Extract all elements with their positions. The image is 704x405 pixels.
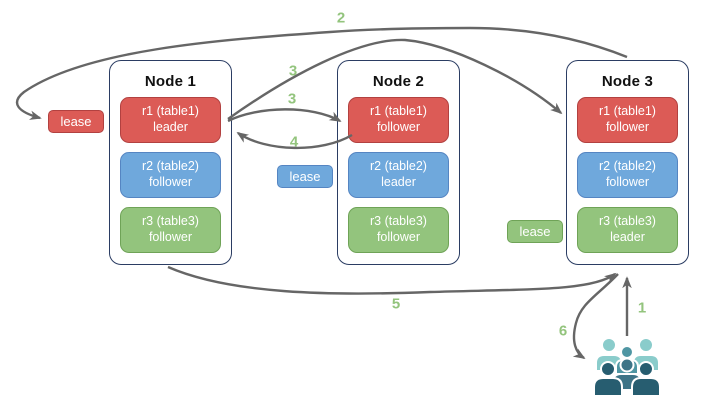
step-label-4: 4 <box>289 133 299 151</box>
replica-role: leader <box>153 120 188 134</box>
arrow-step5-node1-to-node3 <box>167 265 617 295</box>
replica-role: follower <box>148 230 193 244</box>
users-group-icon <box>593 337 661 397</box>
replica-role: follower <box>605 120 650 134</box>
replica-name: r3 (table3) <box>599 214 656 229</box>
replica-role: follower <box>376 120 421 134</box>
node-3: Node 3 r1 (table1) follower r2 (table2) … <box>566 60 689 265</box>
node-2-replica-r1: r1 (table1) follower <box>348 97 449 143</box>
node-3-replica-r2: r2 (table2) follower <box>577 152 678 198</box>
replica-name: r1 (table1) <box>370 104 427 119</box>
replica-name: r1 (table1) <box>599 104 656 119</box>
node-2-title: Node 2 <box>372 73 425 90</box>
node-2: Node 2 r1 (table1) follower r2 (table2) … <box>337 60 460 265</box>
replica-name: r2 (table2) <box>142 159 199 174</box>
replica-role: leader <box>610 230 645 244</box>
node-1-replica-r3: r3 (table3) follower <box>120 207 221 253</box>
step-label-1: 1 <box>637 299 647 317</box>
lease-badge-green: lease <box>507 220 563 243</box>
replica-name: r2 (table2) <box>599 159 656 174</box>
replica-role: follower <box>605 175 650 189</box>
node-3-replica-r3: r3 (table3) leader <box>577 207 678 253</box>
replica-name: r3 (table3) <box>370 214 427 229</box>
arrow-step3-node1-to-node2 <box>227 108 342 123</box>
step-label-6: 6 <box>558 322 568 340</box>
replica-name: r3 (table3) <box>142 214 199 229</box>
step-label-3b: 3 <box>287 90 297 108</box>
node-1-title: Node 1 <box>144 73 197 90</box>
node-2-replica-r2: r2 (table2) leader <box>348 152 449 198</box>
replica-role: follower <box>148 175 193 189</box>
replica-role: leader <box>381 175 416 189</box>
node-1-replica-r2: r2 (table2) follower <box>120 152 221 198</box>
step-label-3a: 3 <box>288 62 298 80</box>
arrow-step6-node3-to-users <box>572 273 619 360</box>
step-label-2: 2 <box>336 9 346 27</box>
replica-role: follower <box>376 230 421 244</box>
node-1: Node 1 r1 (table1) leader r2 (table2) fo… <box>109 60 232 265</box>
replica-name: r1 (table1) <box>142 104 199 119</box>
node-2-replica-r3: r3 (table3) follower <box>348 207 449 253</box>
step-label-5: 5 <box>391 295 401 313</box>
lease-badge-red: lease <box>48 110 104 133</box>
replica-name: r2 (table2) <box>370 159 427 174</box>
lease-badge-blue: lease <box>277 165 333 188</box>
node-3-replica-r1: r1 (table1) follower <box>577 97 678 143</box>
node-1-replica-r1: r1 (table1) leader <box>120 97 221 143</box>
node-3-title: Node 3 <box>601 73 654 90</box>
